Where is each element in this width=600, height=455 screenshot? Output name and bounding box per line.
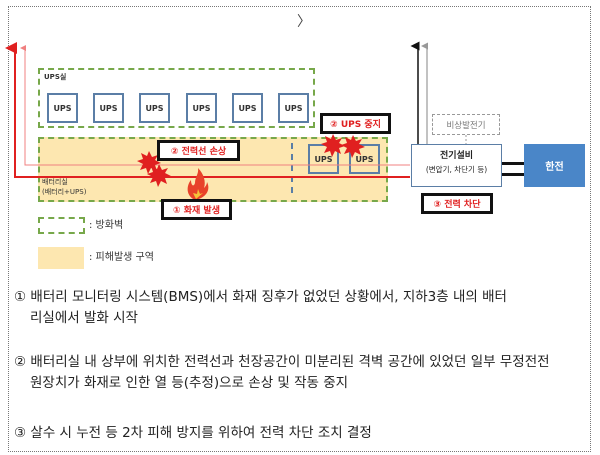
sub-power-line bbox=[20, 45, 410, 166]
emergency-generator: 비상발전기 bbox=[432, 114, 500, 135]
ups-unit: UPS bbox=[232, 93, 263, 123]
battery-room-sublabel: (배터리+UPS) bbox=[42, 188, 87, 196]
tag-ups-stop: ② UPS 중지 bbox=[320, 113, 391, 134]
utility-link bbox=[501, 162, 524, 165]
next-chevron-icon[interactable]: 〉 bbox=[297, 14, 311, 30]
electrical-equipment-subtitle: (변압기, 차단기 등) bbox=[425, 165, 488, 174]
tag-power-cut: ③ 전력 차단 bbox=[421, 193, 493, 214]
legend-damage-label: : 피해발생 구역 bbox=[89, 252, 154, 263]
battery-room-label: 배터리실 bbox=[42, 178, 68, 186]
battery-room-partition bbox=[291, 143, 293, 193]
description-line: 원장치가 화재로 인한 열 등(추정)으로 손상 및 작동 중지 bbox=[30, 375, 349, 391]
legend-damage-swatch bbox=[38, 247, 84, 269]
description-line: 리실에서 발화 시작 bbox=[30, 310, 138, 326]
ups-unit: UPS bbox=[278, 93, 309, 123]
tag-fire-outbreak: ① 화재 발생 bbox=[161, 199, 232, 220]
ups-unit: UPS bbox=[47, 93, 78, 123]
main-power-line bbox=[5, 42, 410, 178]
description-item-3: ③ 살수 시 누전 등 2차 피해 방지를 위하여 전력 차단 조치 결정 bbox=[14, 423, 372, 444]
description-item-1: ① 배터리 모니터링 시스템(BMS)에서 화재 징후가 없었던 상황에서, 지… bbox=[14, 287, 507, 329]
ups-room-label: UPS실 bbox=[44, 73, 67, 81]
ups-unit: UPS bbox=[186, 93, 217, 123]
description-line: ② 배터리실 내 상부에 위치한 전력선과 천장공간이 미분리된 격벽 공간에 … bbox=[14, 354, 550, 370]
description-line: ① 배터리 모니터링 시스템(BMS)에서 화재 징후가 없었던 상황에서, 지… bbox=[14, 289, 507, 305]
legend-firewall-swatch bbox=[38, 217, 85, 234]
ups-room-zone bbox=[38, 68, 315, 128]
damage-burst-icon bbox=[137, 134, 365, 187]
description-line: ③ 살수 시 누전 등 2차 피해 방지를 위하여 전력 차단 조치 결정 bbox=[14, 425, 372, 441]
content-frame bbox=[8, 6, 591, 452]
electrical-equipment: 전기설비 (변압기, 차단기 등) bbox=[411, 144, 502, 187]
legend-firewall-label: : 방화벽 bbox=[89, 220, 124, 231]
description-item-2: ② 배터리실 내 상부에 위치한 전력선과 천장공간이 미분리된 격벽 공간에 … bbox=[14, 352, 550, 394]
utility-power-kepco: 한전 bbox=[524, 144, 585, 187]
fire-icon bbox=[187, 168, 209, 200]
electrical-equipment-title: 전기설비 bbox=[439, 151, 474, 161]
utility-link bbox=[501, 173, 524, 176]
ups-unit: UPS bbox=[93, 93, 124, 123]
battery-room-ups: UPS bbox=[349, 144, 380, 174]
ups-unit: UPS bbox=[139, 93, 170, 123]
tag-power-line-damage: ② 전력선 손상 bbox=[157, 140, 240, 161]
